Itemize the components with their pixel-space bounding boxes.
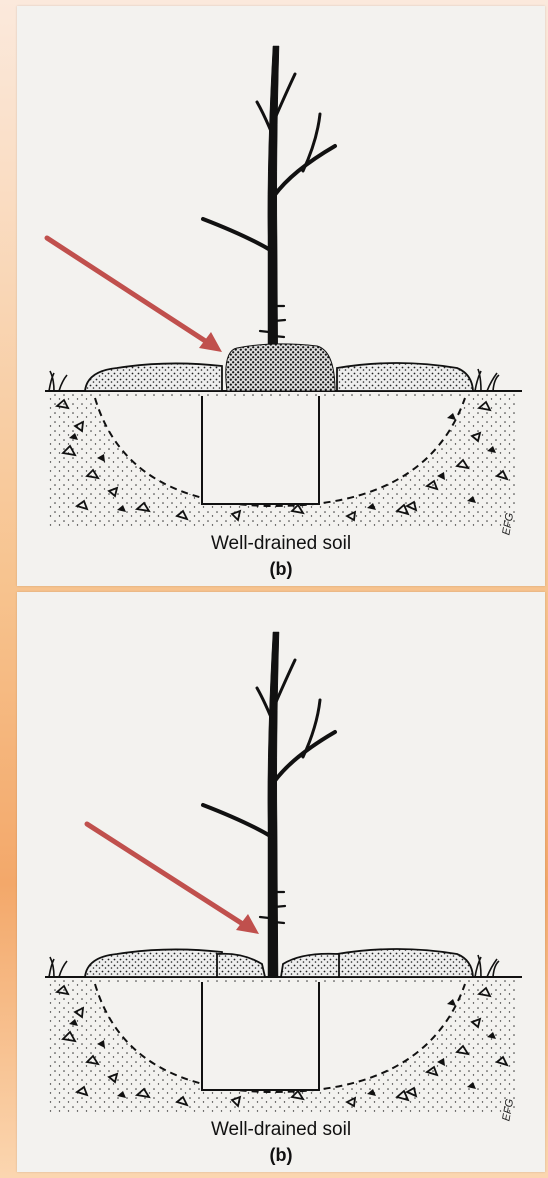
- planting-diagram-correct-mulch: [17, 592, 545, 1172]
- soil-caption: Well-drained soil: [17, 533, 545, 555]
- red-arrow-icon: [87, 824, 259, 934]
- diagram-panel-top: EFG Well-drained soil (b): [17, 6, 545, 586]
- planting-diagram-mulch-volcano: [17, 6, 545, 586]
- diagram-panel-bottom: EFG Well-drained soil (b): [17, 592, 545, 1172]
- figure-label: (b): [17, 1145, 545, 1166]
- figure-label: (b): [17, 559, 545, 580]
- mulch-mound: [226, 344, 335, 391]
- soil-caption: Well-drained soil: [17, 1119, 545, 1141]
- red-arrow-icon: [47, 238, 222, 352]
